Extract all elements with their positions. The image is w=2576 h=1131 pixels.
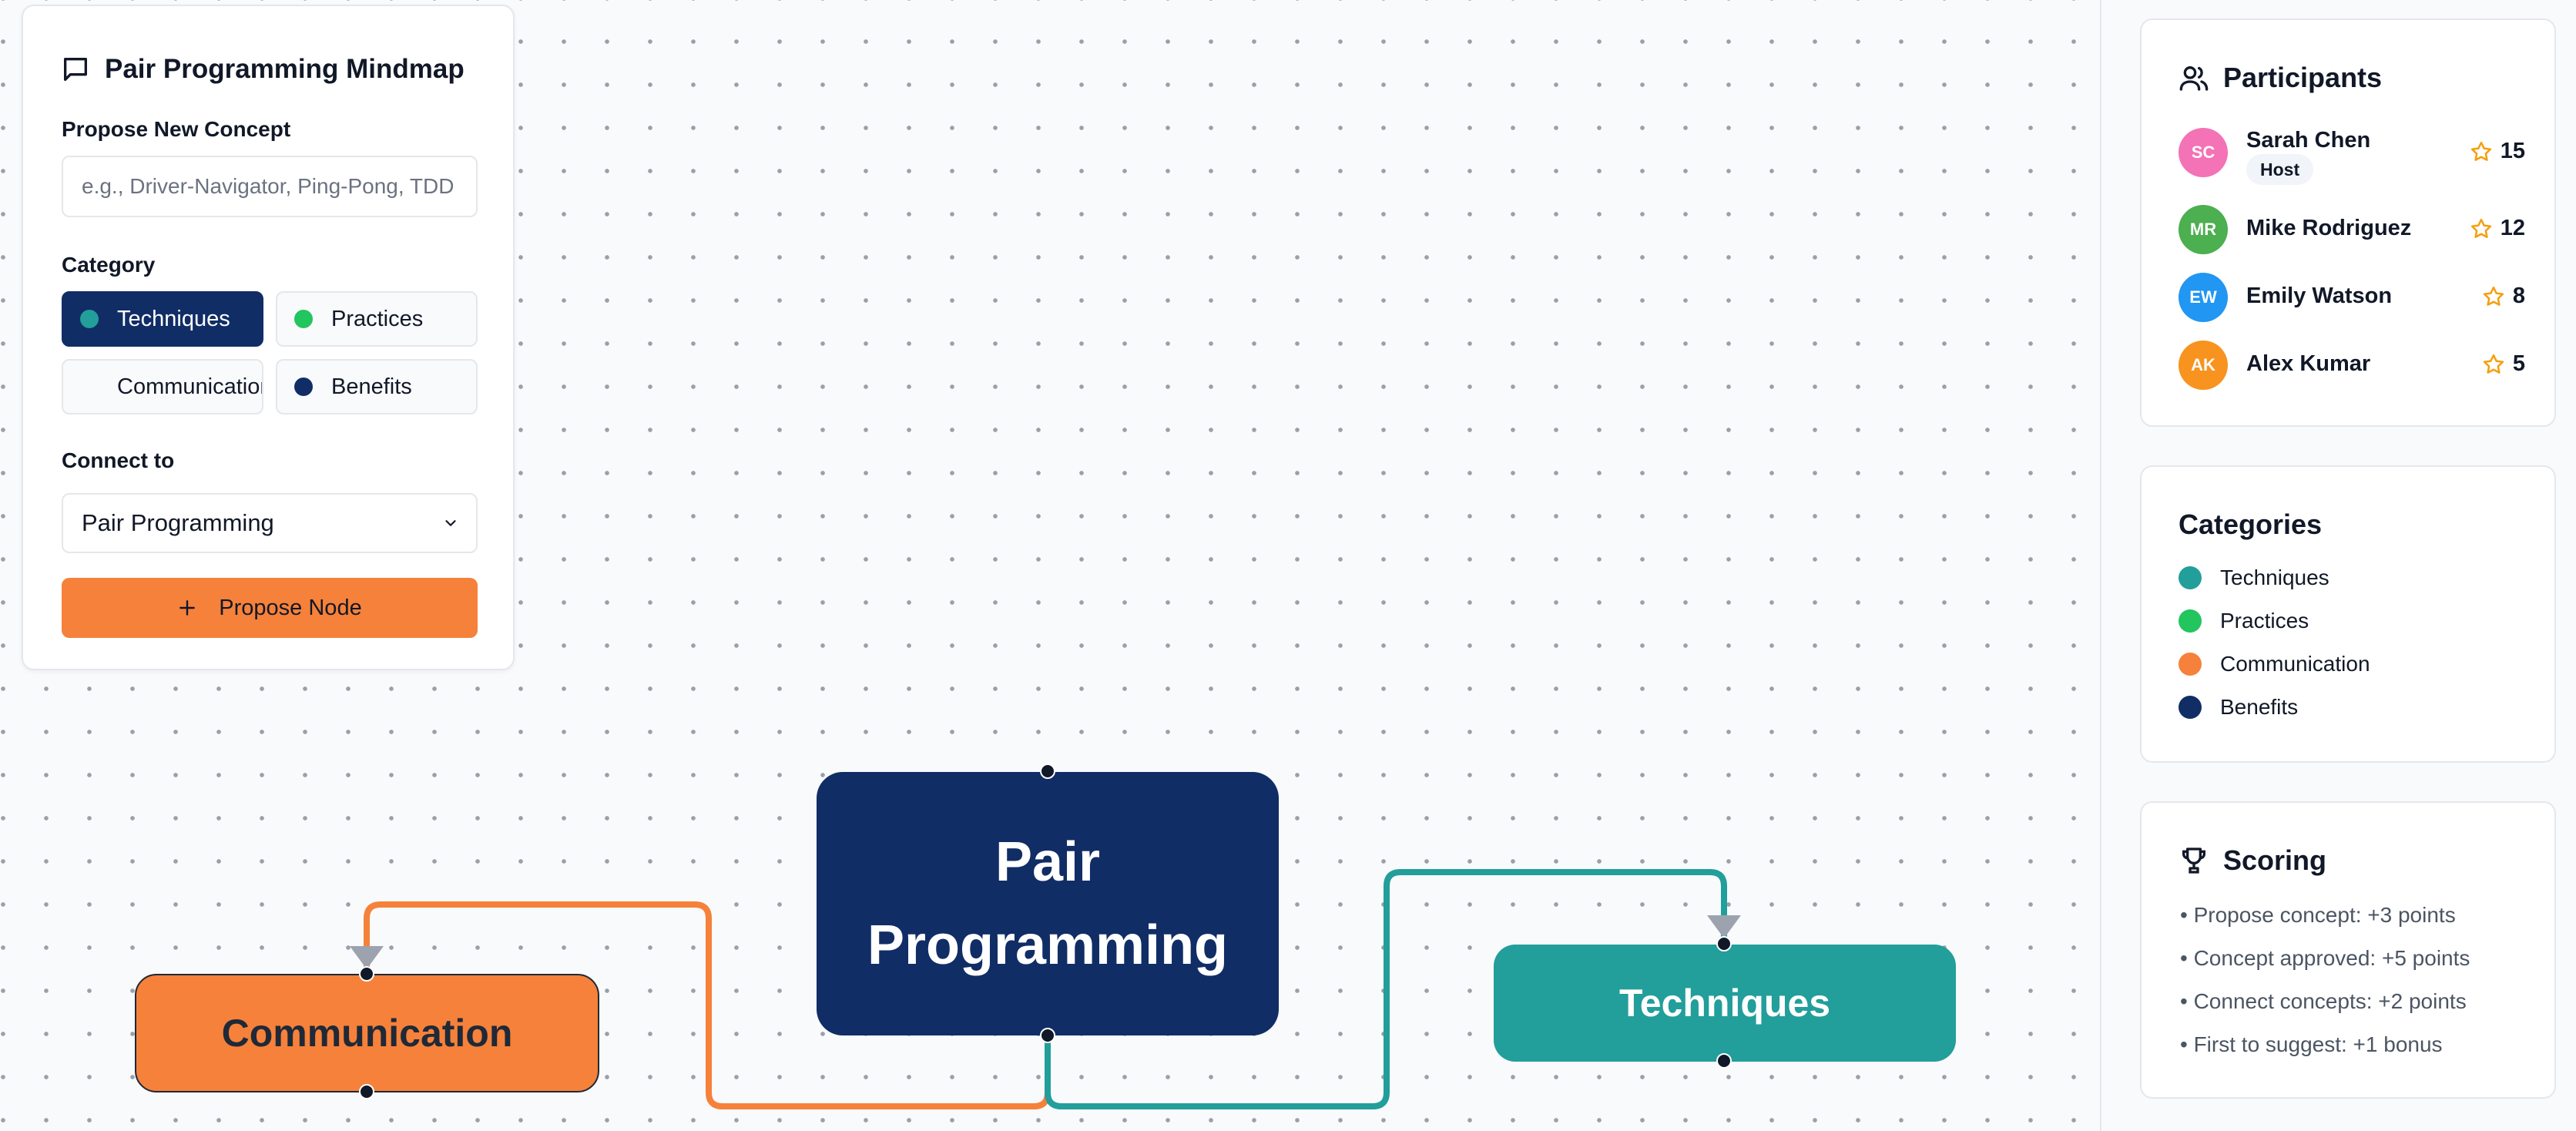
message-square-icon — [64, 58, 88, 82]
mindmap-canvas[interactable]: Pair Programming Communication Technique… — [0, 0, 2100, 1131]
category-option-label: Practices — [331, 306, 424, 331]
legend-label: Practices — [2220, 609, 2309, 633]
scoring-rule: • Connect concepts: +2 points — [2180, 989, 2467, 1013]
connect-select-value: Pair Programming — [82, 509, 274, 536]
node-communication-handle-top[interactable] — [359, 966, 374, 982]
participant-row[interactable]: MR Mike Rodriguez 12 — [2179, 205, 2525, 254]
avatar: MR — [2179, 205, 2228, 254]
users-icon — [2179, 66, 2209, 91]
benefits-dot — [294, 378, 313, 396]
legend-label: Benefits — [2220, 695, 2299, 719]
right-sidebar: Participants SC Sarah Chen Host 15 MR Mi… — [2100, 0, 2576, 1131]
category-option-label: Benefits — [331, 374, 412, 399]
category-option-communication[interactable]: Communication — [62, 359, 263, 414]
node-root-label-line2: Programming — [867, 915, 1229, 976]
scoring-rule: • Concept approved: +5 points — [2180, 946, 2470, 970]
connect-select[interactable]: Pair Programming — [62, 493, 478, 553]
legend-item-communication: Communication — [2179, 652, 2370, 676]
participants-header: Participants — [2179, 62, 2382, 94]
category-option-label: Techniques — [117, 306, 230, 331]
node-communication[interactable]: Communication — [135, 974, 599, 1092]
participant-name: Sarah Chen — [2246, 128, 2371, 153]
propose-node-button[interactable]: Propose Node — [62, 578, 478, 638]
edges-layer — [350, 869, 1741, 1109]
legend-item-practices: Practices — [2179, 609, 2309, 633]
legend-item-benefits: Benefits — [2179, 695, 2298, 720]
concept-label: Propose New Concept — [62, 117, 291, 141]
avatar: AK — [2179, 341, 2228, 390]
propose-panel-header: Pair Programming Mindmap — [60, 54, 465, 85]
star-icon — [2483, 286, 2504, 306]
practices-dot — [294, 310, 313, 328]
participant-score: 12 — [2470, 216, 2525, 241]
category-option-benefits[interactable]: Benefits — [276, 359, 478, 414]
legend-dot — [2179, 653, 2202, 676]
category-option-techniques[interactable]: Techniques — [62, 291, 263, 347]
legend-label: Techniques — [2220, 566, 2329, 589]
participant-row[interactable]: SC Sarah Chen Host 15 — [2179, 128, 2525, 185]
avatar: EW — [2179, 273, 2228, 322]
scoring-panel: Scoring • Propose concept: +3 points • C… — [2140, 801, 2556, 1099]
participant-score: 8 — [2482, 284, 2525, 309]
node-techniques-handle-top[interactable] — [1716, 936, 1732, 951]
plus-icon — [179, 600, 196, 616]
participant-score: 5 — [2482, 351, 2525, 377]
legend-item-techniques: Techniques — [2179, 566, 2329, 590]
category-label: Category — [62, 253, 156, 277]
score-value: 15 — [2500, 139, 2525, 163]
category-option-label: Communication — [117, 374, 263, 399]
scoring-rule: • First to suggest: +1 bonus — [2180, 1032, 2443, 1056]
chevron-down-icon — [445, 520, 456, 526]
node-root-label-line1: Pair — [995, 831, 1101, 893]
propose-panel-title: Pair Programming Mindmap — [105, 54, 465, 84]
node-techniques-label: Techniques — [1618, 982, 1831, 1025]
star-icon — [2470, 141, 2491, 161]
categories-header: Categories — [2179, 508, 2322, 541]
host-badge: Host — [2246, 154, 2314, 185]
category-option-practices[interactable]: Practices — [276, 291, 478, 347]
participant-name: Mike Rodriguez — [2246, 216, 2412, 240]
trophy-icon — [2182, 847, 2205, 874]
score-value: 8 — [2512, 284, 2525, 308]
participants-title: Participants — [2223, 62, 2383, 93]
participant-name: Alex Kumar — [2246, 351, 2371, 376]
score-value: 12 — [2500, 216, 2525, 240]
legend-label: Communication — [2220, 652, 2370, 676]
scoring-header: Scoring — [2179, 844, 2326, 877]
participant-name: Emily Watson — [2246, 284, 2393, 308]
legend-dot — [2179, 696, 2202, 719]
node-techniques-handle-bottom[interactable] — [1716, 1053, 1732, 1069]
participant-row[interactable]: EW Emily Watson 8 — [2179, 273, 2525, 322]
legend-dot — [2179, 566, 2202, 589]
edge-arrow-techniques — [1707, 915, 1741, 938]
techniques-dot — [80, 310, 99, 328]
participants-panel: Participants SC Sarah Chen Host 15 MR Mi… — [2140, 18, 2556, 427]
node-communication-handle-bottom[interactable] — [359, 1084, 374, 1099]
edge-arrow-communication — [350, 946, 384, 969]
categories-panel: Categories Techniques Practices Communic… — [2140, 465, 2556, 763]
star-icon — [2483, 354, 2504, 374]
propose-node-label: Propose Node — [219, 595, 362, 620]
categories-title: Categories — [2179, 508, 2323, 540]
star-icon — [2470, 218, 2491, 238]
avatar: SC — [2179, 128, 2228, 177]
node-communication-label: Communication — [221, 1012, 513, 1055]
connect-label: Connect to — [62, 448, 175, 472]
legend-dot — [2179, 609, 2202, 633]
node-pair-programming[interactable]: Pair Programming — [817, 772, 1279, 1035]
node-root-handle-bottom[interactable] — [1040, 1028, 1055, 1043]
concept-input[interactable] — [62, 156, 478, 217]
score-value: 5 — [2512, 351, 2525, 376]
node-root-handle-top[interactable] — [1040, 764, 1055, 779]
scoring-rule: • Propose concept: +3 points — [2180, 903, 2456, 927]
scoring-title: Scoring — [2223, 844, 2327, 876]
participant-row[interactable]: AK Alex Kumar 5 — [2179, 341, 2525, 390]
edge-root-communication[interactable] — [364, 901, 1051, 1109]
propose-panel: Pair Programming Mindmap Propose New Con… — [22, 5, 515, 670]
node-techniques[interactable]: Techniques — [1494, 945, 1956, 1062]
participant-score: 15 — [2470, 139, 2525, 164]
edge-root-techniques[interactable] — [1045, 869, 1727, 1109]
